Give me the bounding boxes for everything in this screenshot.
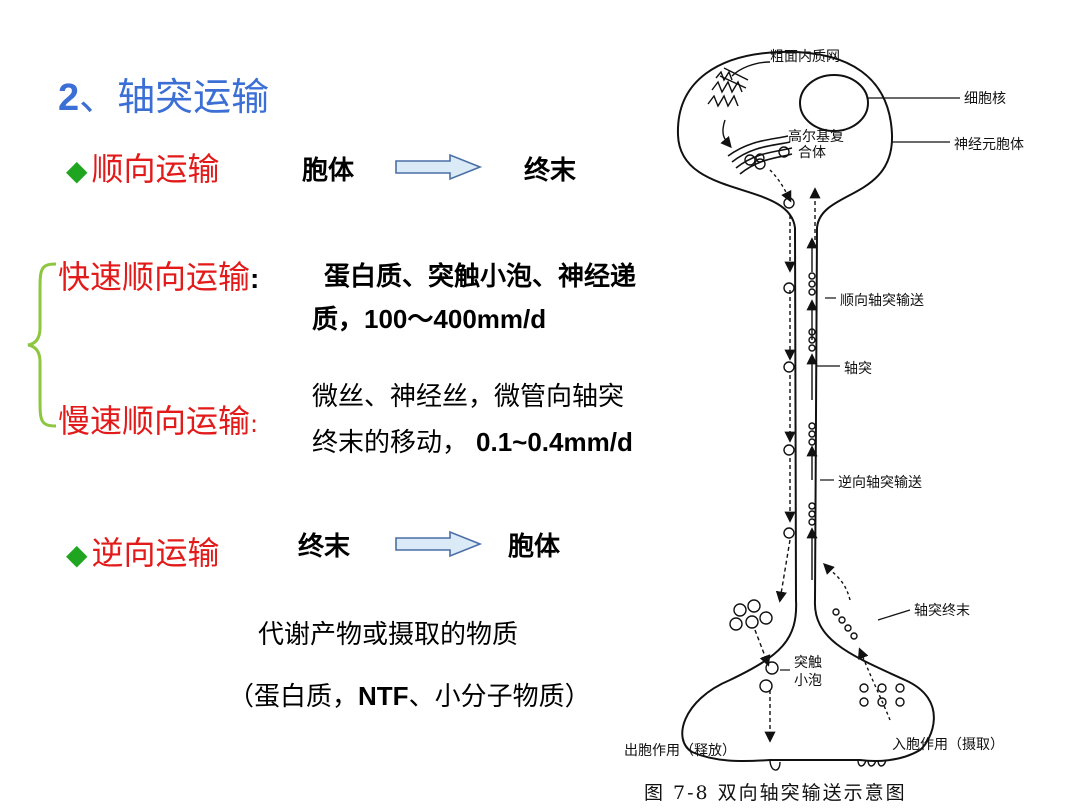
slow-rate: 0.1~0.4mm/d (476, 427, 633, 457)
retrograde-desc2-ntf: NTF (358, 681, 409, 711)
anterograde-heading: ◆顺向运输 (66, 144, 220, 190)
label-exocytosis: 出胞作用（释放） (624, 743, 736, 759)
label-anterograde: 顺向轴突输送 (840, 293, 924, 309)
label-endocytosis: 入胞作用（摄取） (892, 737, 1004, 753)
retrograde-from: 终末 (298, 531, 351, 561)
label-axon-terminal: 轴突终末 (914, 603, 970, 619)
label-rough-er: 粗面内质网 (770, 49, 840, 65)
figure-caption: 图 7-8 双向轴突输送示意图 (644, 782, 907, 804)
retrograde-desc2-open: （蛋白质， (228, 682, 359, 712)
anterograde-label: 顺向运输 (91, 150, 220, 188)
label-golgi-1: 高尔基复 (788, 129, 844, 145)
diamond-bullet-icon: ◆ (66, 154, 88, 187)
fast-transport-heading: 快速顺向运输: (58, 252, 259, 298)
retrograde-desc2-rest: 、小分子物质） (408, 682, 591, 712)
retrograde-label: 逆向运输 (91, 534, 220, 572)
slow-desc-prefix: 终末的移动， (312, 428, 469, 458)
label-axon: 轴突 (844, 361, 872, 377)
fast-label: 快速顺向运输 (58, 258, 251, 296)
right-arrow-icon (395, 153, 483, 181)
label-retrograde: 逆向轴突输送 (838, 475, 922, 491)
curly-brace-icon (27, 262, 57, 428)
slow-label: 慢速顺向运输 (58, 402, 251, 440)
fast-colon: : (250, 263, 260, 294)
retrograde-to: 胞体 (508, 531, 561, 561)
slow-colon: : (250, 410, 259, 438)
title-text: 、轴突运输 (79, 75, 270, 119)
label-nucleus: 细胞核 (964, 91, 1006, 107)
label-vesicle-1: 突触 (794, 655, 822, 671)
fast-rate: 100～400mm/d (364, 304, 547, 334)
retrograde-heading: ◆逆向运输 (66, 528, 220, 574)
anterograde-to: 终末 (524, 155, 577, 185)
slow-desc-line1: 微丝、神经丝，微管向轴突 (312, 382, 625, 412)
label-golgi-2: 合体 (798, 145, 826, 161)
retrograde-desc1: 代谢产物或摄取的物质 (258, 620, 519, 650)
fast-desc-prefix: 质， (312, 305, 365, 335)
fast-desc-line1: 蛋白质、突触小泡、神经递 (324, 262, 637, 292)
title-number: 2 (58, 77, 80, 119)
label-soma: 神经元胞体 (954, 137, 1024, 153)
page-title: 2、轴突运输 (58, 66, 269, 121)
neuron-outline (676, 50, 960, 771)
diamond-bullet-icon: ◆ (66, 538, 88, 571)
label-vesicle-2: 小泡 (794, 673, 822, 689)
anterograde-from: 胞体 (302, 155, 355, 185)
right-arrow-icon (395, 530, 483, 558)
slow-transport-heading: 慢速顺向运输: (58, 396, 258, 442)
